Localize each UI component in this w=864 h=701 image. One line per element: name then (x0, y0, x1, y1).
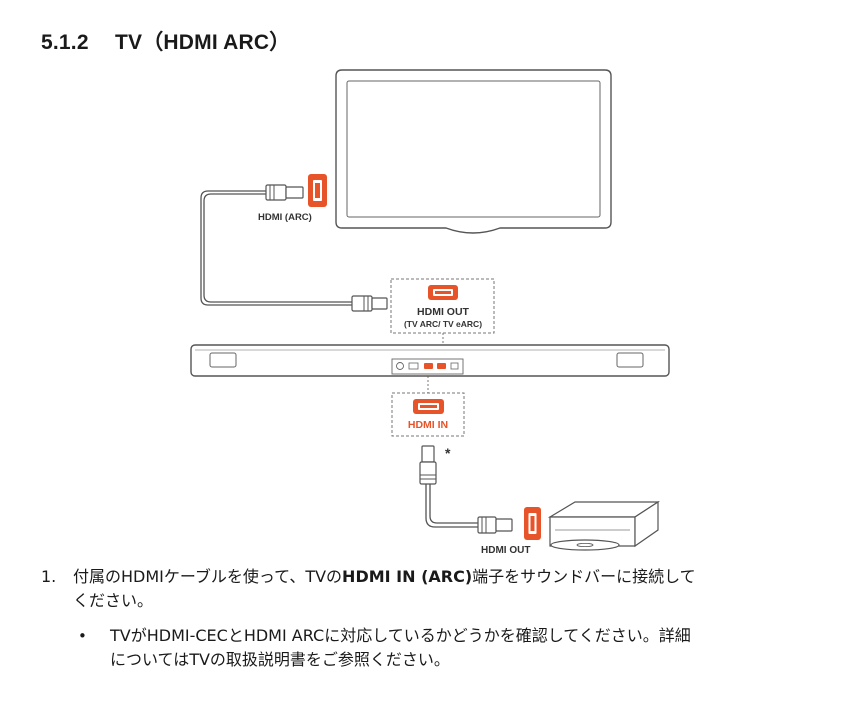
hdmi-plug-player-icon (477, 516, 513, 534)
hdmi-cable-bottom (425, 484, 478, 528)
step-text-after: 端子をサウンドバーに接続して (472, 567, 696, 586)
bullet-line1: TVがHDMI-CECとHDMI ARCに対応しているかどうかを確認してください… (110, 626, 691, 645)
hdmi-out-sublabel: (TV ARC/ TV eARC) (404, 319, 482, 329)
disc-player-icon (547, 500, 661, 551)
tv-port-label: HDMI (ARC) (258, 212, 312, 223)
connection-diagram: HDMI (ARC) HDMI OUT (TV ARC/ TV eARC) (190, 69, 670, 556)
step-text-bold: HDMI IN (ARC) (342, 567, 473, 586)
hdmi-out-callout: HDMI OUT (TV ARC/ TV eARC) (390, 278, 495, 334)
tv-hdmi-port-icon (308, 174, 327, 207)
hdmi-out-port-icon (428, 285, 458, 300)
step-text-before: 付属のHDMIケーブルを使って、TVの (73, 567, 343, 586)
hdmi-plug-tv-icon (265, 184, 304, 201)
hdmi-in-port-icon (413, 399, 444, 414)
step-text-line2: ください。 (73, 591, 154, 610)
section-title: TV（HDMI ARC） (115, 31, 291, 54)
step-number: 1. (41, 567, 57, 586)
cable-asterisk: * (445, 445, 451, 461)
soundbar-illustration (190, 344, 670, 377)
tv-illustration (335, 69, 612, 234)
hdmi-in-label: HDMI IN (408, 419, 448, 431)
hdmi-in-callout: HDMI IN (391, 392, 465, 437)
hdmi-plug-soundbar-in-icon (419, 445, 437, 485)
player-port-label: HDMI OUT (481, 545, 530, 556)
step-text: 付属のHDMIケーブルを使って、TVのHDMI IN (ARC)端子をサウンドバ… (73, 565, 833, 613)
bullet-text: TVがHDMI-CECとHDMI ARCに対応しているかどうかを確認してください… (110, 624, 840, 672)
player-hdmi-port-icon (524, 507, 541, 540)
hdmi-cable-top (200, 190, 352, 306)
hdmi-out-label: HDMI OUT (417, 306, 469, 318)
bullet-line2: についてはTVの取扱説明書をご参照ください。 (110, 650, 450, 669)
section-heading: 5.1.2 TV（HDMI ARC） (41, 26, 290, 56)
hdmi-plug-soundbar-icon (351, 295, 388, 312)
bullet-symbol: • (78, 627, 87, 645)
section-number: 5.1.2 (41, 31, 89, 54)
